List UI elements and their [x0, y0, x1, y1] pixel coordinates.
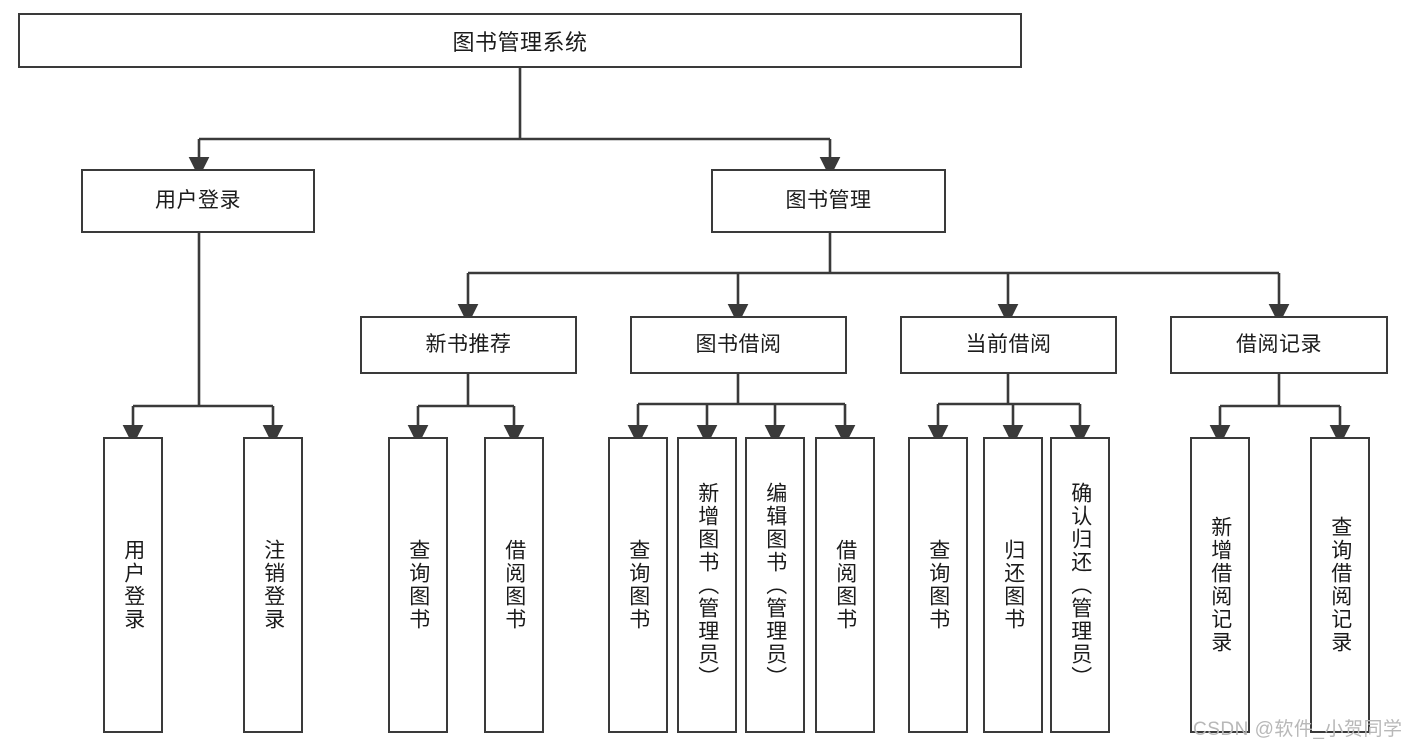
- leaf-query-book-current[interactable]: 查询图书: [908, 437, 968, 733]
- node-user-login-label: 用户登录: [155, 189, 241, 213]
- leaf-add-borrow-record-label: 新增借阅记录: [1208, 516, 1232, 654]
- leaf-borrow-book[interactable]: 借阅图书: [815, 437, 875, 733]
- node-borrow-records-label: 借阅记录: [1236, 333, 1322, 357]
- leaf-borrow-book-newbook-label: 借阅图书: [502, 539, 526, 631]
- node-root-label: 图书管理系统: [452, 29, 588, 55]
- leaf-add-borrow-record[interactable]: 新增借阅记录: [1190, 437, 1250, 733]
- leaf-query-borrow-record-label: 查询借阅记录: [1328, 516, 1352, 654]
- node-book-borrow[interactable]: 图书借阅: [630, 316, 847, 374]
- leaf-query-book-current-label: 查询图书: [926, 539, 950, 631]
- leaf-query-book-borrow[interactable]: 查询图书: [608, 437, 668, 733]
- leaf-query-borrow-record[interactable]: 查询借阅记录: [1310, 437, 1370, 733]
- node-new-book-recommend[interactable]: 新书推荐: [360, 316, 577, 374]
- node-current-borrow[interactable]: 当前借阅: [900, 316, 1117, 374]
- node-new-book-recommend-label: 新书推荐: [425, 333, 512, 357]
- leaf-edit-book-admin-label: 编辑图书（管理员）: [763, 481, 787, 689]
- leaf-query-book-newbook[interactable]: 查询图书: [388, 437, 448, 733]
- node-book-management[interactable]: 图书管理: [711, 169, 946, 233]
- leaf-borrow-book-newbook[interactable]: 借阅图书: [484, 437, 544, 733]
- node-current-borrow-label: 当前借阅: [965, 333, 1052, 357]
- leaf-query-book-borrow-label: 查询图书: [626, 539, 650, 631]
- leaf-logout-login[interactable]: 注销登录: [243, 437, 303, 733]
- leaf-query-book-newbook-label: 查询图书: [406, 539, 430, 631]
- leaf-user-login[interactable]: 用户登录: [103, 437, 163, 733]
- leaf-return-book-label: 归还图书: [1001, 539, 1025, 631]
- node-book-management-label: 图书管理: [785, 189, 872, 213]
- leaf-add-book-admin[interactable]: 新增图书（管理员）: [677, 437, 737, 733]
- leaf-logout-login-label: 注销登录: [261, 539, 285, 631]
- node-borrow-records[interactable]: 借阅记录: [1170, 316, 1388, 374]
- leaf-add-book-admin-label: 新增图书（管理员）: [695, 481, 719, 689]
- leaf-edit-book-admin[interactable]: 编辑图书（管理员）: [745, 437, 805, 733]
- node-book-borrow-label: 图书借阅: [695, 333, 782, 357]
- node-root-system[interactable]: 图书管理系统: [18, 13, 1022, 68]
- leaf-confirm-return-admin-label: 确认归还（管理员）: [1068, 481, 1092, 689]
- leaf-return-book[interactable]: 归还图书: [983, 437, 1043, 733]
- leaf-user-login-label: 用户登录: [121, 539, 145, 631]
- node-user-login[interactable]: 用户登录: [81, 169, 315, 233]
- leaf-borrow-book-label: 借阅图书: [833, 539, 857, 631]
- leaf-confirm-return-admin[interactable]: 确认归还（管理员）: [1050, 437, 1110, 733]
